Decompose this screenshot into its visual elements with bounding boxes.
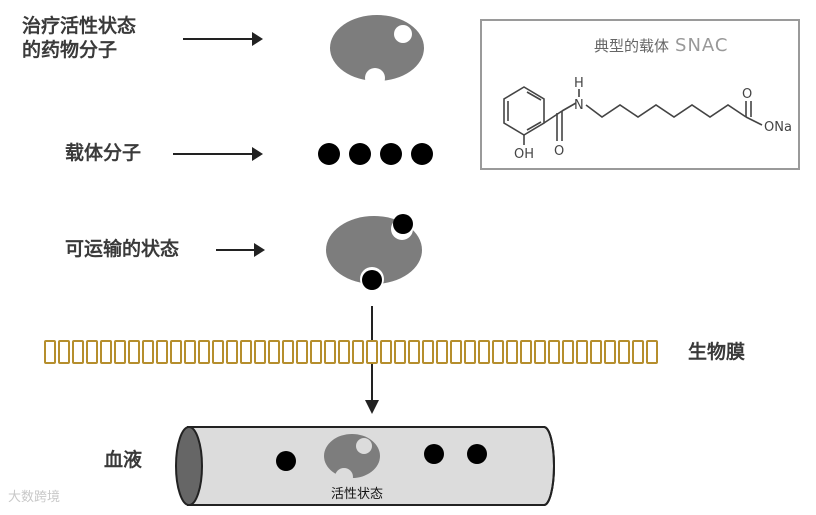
snac-box: 典型的载体 SNAC H N OH: [480, 19, 800, 170]
membrane-cell: [72, 340, 84, 364]
carrier-dot: [349, 143, 371, 165]
active-drug-label: 治疗活性状态 的药物分子: [22, 15, 137, 61]
atom-h: H: [574, 76, 584, 91]
arrow-transport: [216, 243, 265, 257]
carrier-dot: [411, 143, 433, 165]
membrane-cell: [548, 340, 560, 364]
carrier-dot: [318, 143, 340, 165]
free-carrier-dot: [424, 444, 444, 464]
blood-label: 血液: [104, 449, 143, 471]
membrane-cell: [380, 340, 392, 364]
membrane-cell: [464, 340, 476, 364]
membrane-cell: [100, 340, 112, 364]
atom-ona: ONa: [764, 120, 792, 135]
membrane-cell: [240, 340, 252, 364]
membrane-label: 生物膜: [688, 341, 746, 363]
atom-oh: OH: [514, 147, 534, 162]
membrane-cell: [394, 340, 406, 364]
membrane-cell: [296, 340, 308, 364]
atom-o-carbonyl: O: [554, 144, 564, 159]
transport-label: 可运输的状态: [65, 238, 180, 260]
active-state-label: 活性状态: [331, 487, 384, 502]
free-carrier-dot: [467, 444, 487, 464]
membrane-cell: [198, 340, 210, 364]
watermark: 大数跨境: [8, 490, 61, 505]
carrier-label: 载体分子: [65, 142, 142, 164]
membrane-cell: [632, 340, 644, 364]
transport-complex: [326, 214, 422, 290]
membrane-cell: [156, 340, 168, 364]
membrane-cell: [618, 340, 630, 364]
free-carrier-dot: [276, 451, 296, 471]
membrane-cell: [58, 340, 70, 364]
blood-vessel: [175, 426, 555, 506]
membrane-cell: [142, 340, 154, 364]
membrane-cell: [282, 340, 294, 364]
membrane-cell: [310, 340, 322, 364]
membrane-cell: [492, 340, 504, 364]
arrow-drug: [183, 32, 263, 46]
membrane-cell: [128, 340, 140, 364]
membrane-cell: [562, 340, 574, 364]
snac-title: 典型的载体 SNAC: [594, 35, 728, 56]
snac-title-text: 典型的载体: [594, 37, 670, 55]
membrane-cell: [352, 340, 364, 364]
membrane-cell: [408, 340, 420, 364]
snac-name: SNAC: [675, 35, 729, 56]
atom-n: N: [574, 98, 584, 113]
membrane-cell: [338, 340, 350, 364]
membrane-cell: [226, 340, 238, 364]
membrane-cell: [324, 340, 336, 364]
drug-molecule: [330, 15, 424, 81]
membrane-cell: [590, 340, 602, 364]
membrane-cell: [576, 340, 588, 364]
arrow-carrier: [173, 147, 263, 161]
membrane-cell: [422, 340, 434, 364]
membrane-cell: [450, 340, 462, 364]
membrane-cell: [268, 340, 280, 364]
membrane-cell: [436, 340, 448, 364]
membrane-cell: [534, 340, 546, 364]
membrane-cell: [184, 340, 196, 364]
carrier-molecules: [318, 143, 433, 165]
bound-carrier-dot: [393, 214, 413, 234]
membrane-cell: [114, 340, 126, 364]
membrane-cell: [646, 340, 658, 364]
membrane-cell: [44, 340, 56, 364]
membrane-cell: [604, 340, 616, 364]
membrane-cell: [170, 340, 182, 364]
membrane-cell: [254, 340, 266, 364]
membrane-cell: [212, 340, 224, 364]
snac-structure: H N OH O O ONa: [503, 76, 792, 162]
membrane-cell: [506, 340, 518, 364]
membrane-cell: [366, 340, 378, 364]
membrane-cell: [520, 340, 532, 364]
carrier-dot: [380, 143, 402, 165]
bound-carrier-dot: [362, 270, 382, 290]
biological-membrane: [44, 340, 658, 366]
atom-o-acid: O: [742, 87, 752, 102]
membrane-cell: [86, 340, 98, 364]
membrane-cell: [478, 340, 490, 364]
